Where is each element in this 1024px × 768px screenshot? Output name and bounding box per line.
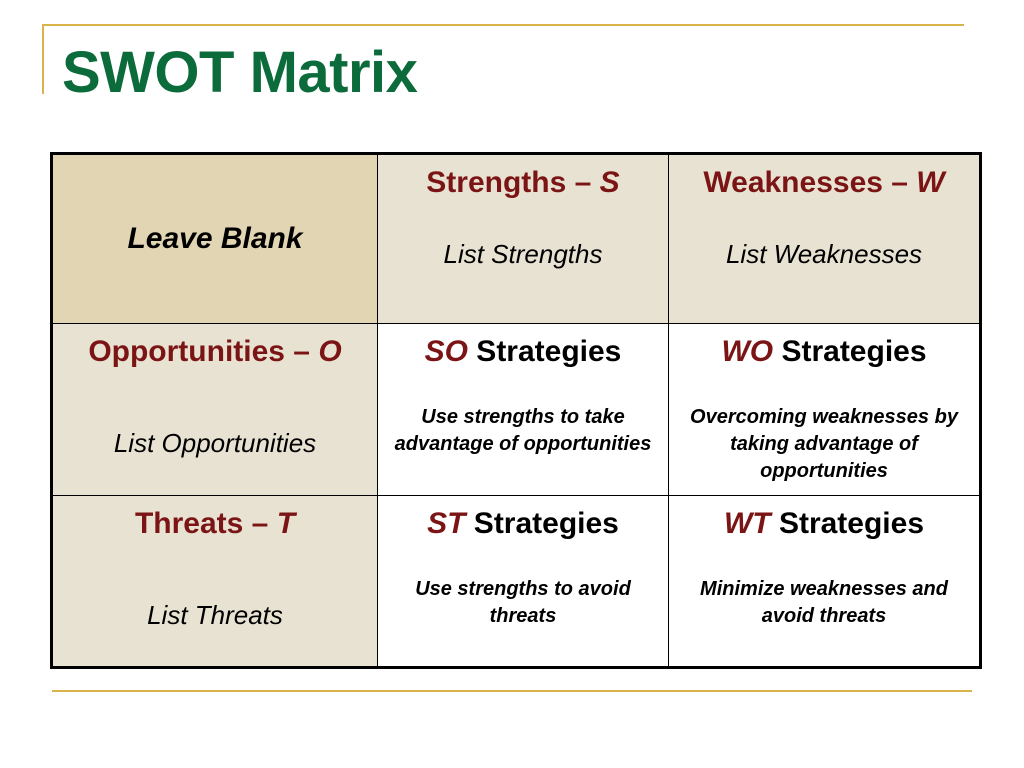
opportunities-letter: O [318, 335, 342, 368]
threats-label: Threats – [134, 507, 277, 540]
weaknesses-heading: Weaknesses – W [669, 165, 979, 201]
strengths-sub: List Strengths [443, 239, 603, 269]
weaknesses-sub: List Weaknesses [725, 239, 923, 269]
opportunities-label: Opportunities – [88, 335, 319, 368]
weaknesses-label: Weaknesses – [703, 166, 917, 199]
opportunities-sub: List Opportunities [113, 428, 317, 458]
weaknesses-cell: Weaknesses – W List Weaknesses [668, 153, 981, 324]
left-rule [42, 24, 44, 94]
opportunities-cell: Opportunities – O List Opportunities [51, 323, 378, 496]
weaknesses-letter: W [916, 166, 945, 199]
so-cell: SO Strategies Use strengths to take adva… [377, 323, 669, 496]
wt-label: Strategies [770, 507, 925, 540]
threats-sub: List Threats [147, 600, 283, 630]
opportunities-heading: Opportunities – O [53, 334, 377, 370]
threats-letter: T [276, 507, 296, 540]
so-heading: SO Strategies [378, 334, 668, 370]
leave-blank-label: Leave Blank [127, 222, 303, 255]
swot-matrix: Leave Blank Strengths – S List Strengths… [50, 152, 982, 669]
so-description: Use strengths to take advantage of oppor… [394, 406, 652, 455]
wt-heading: WT Strategies [669, 506, 979, 542]
wt-description: Minimize weaknesses and avoid threats [700, 578, 948, 627]
st-code: ST [427, 507, 466, 540]
so-label: Strategies [467, 335, 622, 368]
slide-title: SWOT Matrix [62, 40, 418, 105]
st-heading: ST Strategies [378, 506, 668, 542]
strengths-heading: Strengths – S [378, 165, 668, 201]
corner-cell: Leave Blank [51, 153, 378, 324]
wo-code: WO [721, 335, 774, 368]
st-label: Strategies [465, 507, 619, 540]
strengths-label: Strengths – [426, 166, 600, 199]
wt-cell: WT Strategies Minimize weaknesses and av… [668, 495, 981, 668]
matrix-header-row: Leave Blank Strengths – S List Strengths… [51, 153, 981, 324]
st-cell: ST Strategies Use strengths to avoid thr… [377, 495, 669, 668]
matrix-opportunities-row: Opportunities – O List Opportunities SO … [51, 323, 981, 496]
wt-code: WT [723, 507, 771, 540]
top-rule [42, 24, 964, 26]
threats-cell: Threats – T List Threats [51, 495, 378, 668]
wo-description: Overcoming weaknesses by taking advantag… [690, 406, 958, 482]
bottom-rule [52, 690, 972, 692]
matrix-threats-row: Threats – T List Threats ST Strategies U… [51, 495, 981, 668]
st-description: Use strengths to avoid threats [415, 578, 631, 627]
threats-heading: Threats – T [53, 506, 377, 542]
strengths-letter: S [599, 166, 620, 199]
wo-label: Strategies [773, 335, 927, 368]
strengths-cell: Strengths – S List Strengths [377, 153, 669, 324]
wo-cell: WO Strategies Overcoming weaknesses by t… [668, 323, 981, 496]
so-code: SO [424, 335, 468, 368]
wo-heading: WO Strategies [669, 334, 979, 370]
